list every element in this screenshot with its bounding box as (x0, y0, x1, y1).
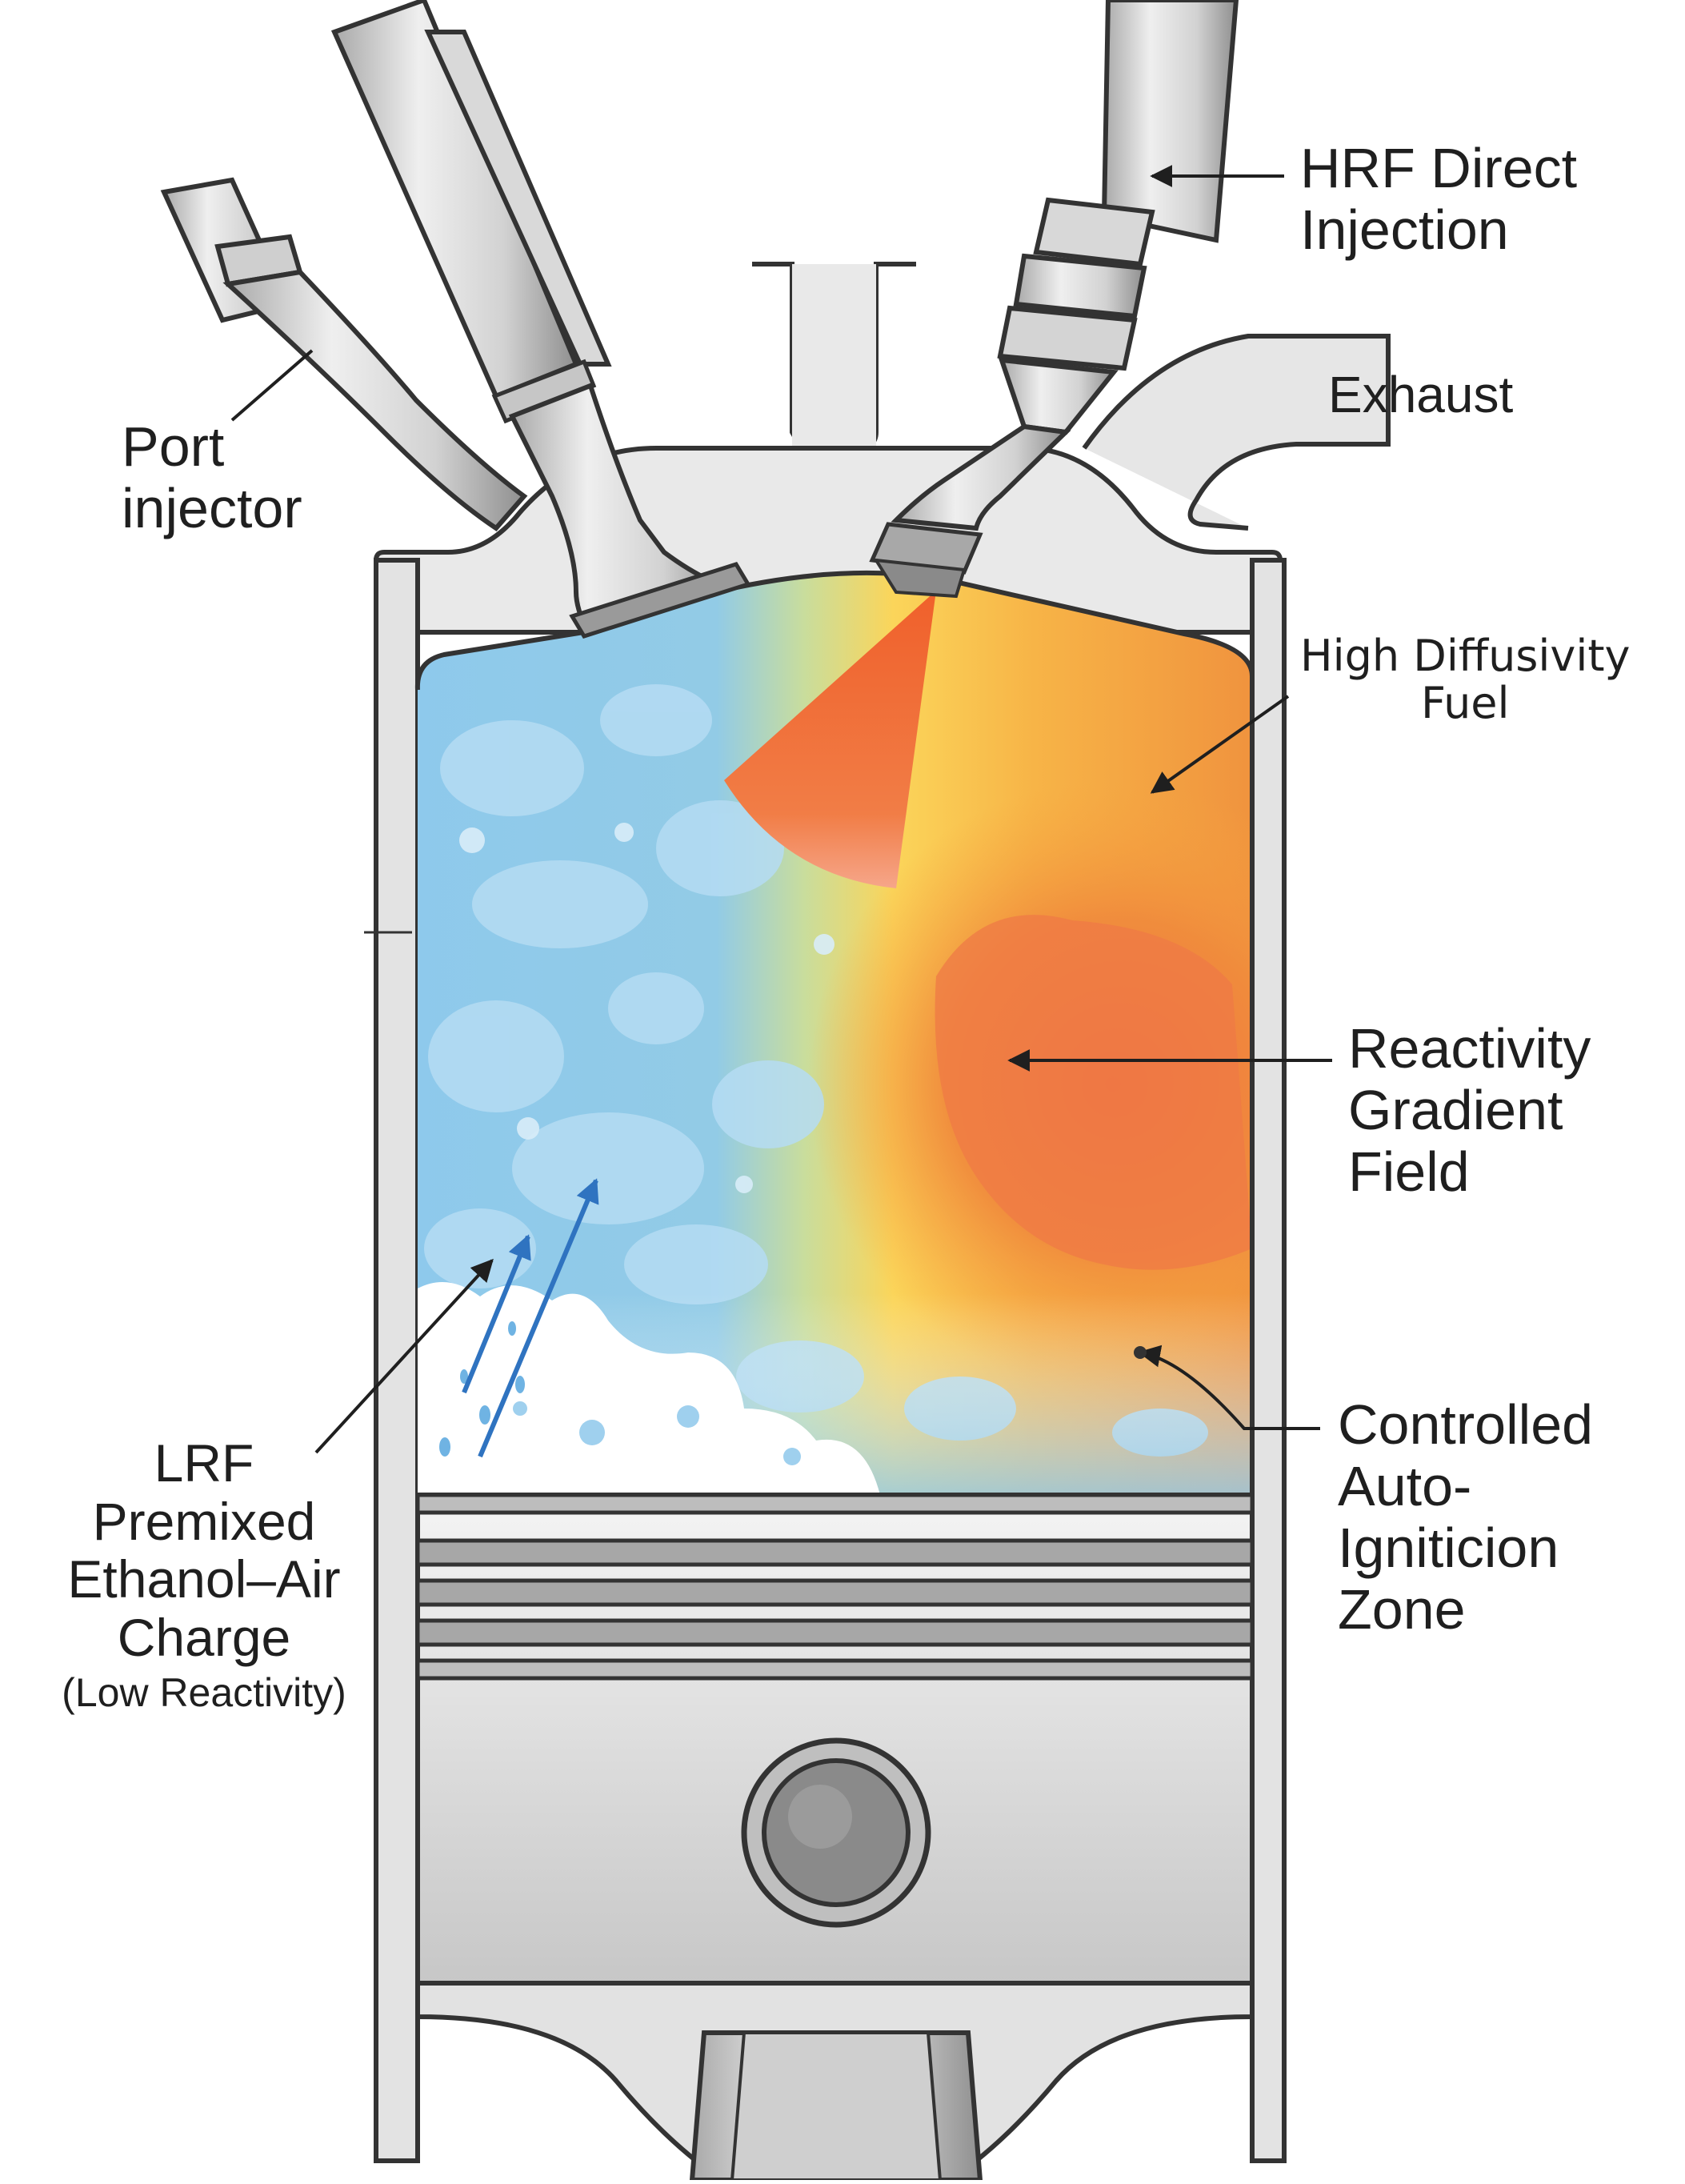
label-lrf-note: (Low Reactivity) (62, 1670, 346, 1716)
leader-lrf (314, 1258, 494, 1454)
auto-ignition-point (1134, 1346, 1147, 1359)
label-lrf-line-4: Charge (117, 1607, 291, 1667)
label-hdf-line-1: High Diffusivity (1300, 631, 1631, 681)
label-port-injector: Port injector (122, 416, 302, 539)
leader-port (230, 349, 314, 422)
label-controlled-auto-ignition-zone: Controlled Auto- Igniticion Zone (1338, 1394, 1593, 1641)
hrf-spray-cone (724, 591, 936, 888)
label-hdf-line-2: Fuel (1420, 678, 1510, 729)
flow-arrow-1 (462, 1234, 531, 1394)
leader-hdf (1150, 695, 1290, 794)
label-hrf-direct-injection: HRF Direct Injection (1300, 138, 1577, 261)
label-port-line-1: Port (122, 415, 225, 478)
port-injector (160, 177, 528, 531)
label-port-line-2: injector (122, 477, 302, 539)
label-hrf-line-2: Injection (1300, 198, 1509, 261)
piston (415, 1493, 1255, 2163)
connecting-rod (689, 2030, 983, 2182)
leader-lines (230, 165, 1332, 1454)
lrf-flow-arrows (462, 1178, 599, 1458)
label-lrf-line-2: Premixed (92, 1491, 316, 1551)
label-lrf-line-1: LRF (154, 1433, 254, 1493)
label-cai-line-2: Auto- (1338, 1455, 1472, 1517)
label-cai-line-3: Igniticion (1338, 1517, 1559, 1579)
intake-valve (330, 0, 751, 639)
label-rgf-line-1: Reactivity (1348, 1017, 1591, 1080)
label-cai-line-1: Controlled (1338, 1393, 1594, 1456)
flow-arrow-2 (478, 1178, 599, 1458)
lrf-droplets (439, 1321, 525, 1457)
label-rgf-line-3: Field (1348, 1140, 1470, 1203)
label-reactivity-gradient-field: Reactivity Gradient Field (1348, 1018, 1591, 1203)
hrf-direct-injector (869, 0, 1239, 599)
label-high-diffusivity-fuel: High Diffusivity Fuel (1300, 632, 1631, 727)
label-rgf-line-2: Gradient (1348, 1079, 1563, 1141)
label-hrf-line-1: HRF Direct (1300, 137, 1578, 199)
label-exhaust: Exhaust (1328, 366, 1514, 423)
label-lrf-premixed-charge: LRF Premixed Ethanol–Air Charge (Low Rea… (16, 1434, 392, 1715)
label-cai-line-4: Zone (1338, 1578, 1466, 1641)
label-lrf-line-3: Ethanol–Air (67, 1549, 341, 1609)
leader-cai (1138, 1344, 1320, 1430)
combustion-chamber (417, 572, 1253, 1495)
